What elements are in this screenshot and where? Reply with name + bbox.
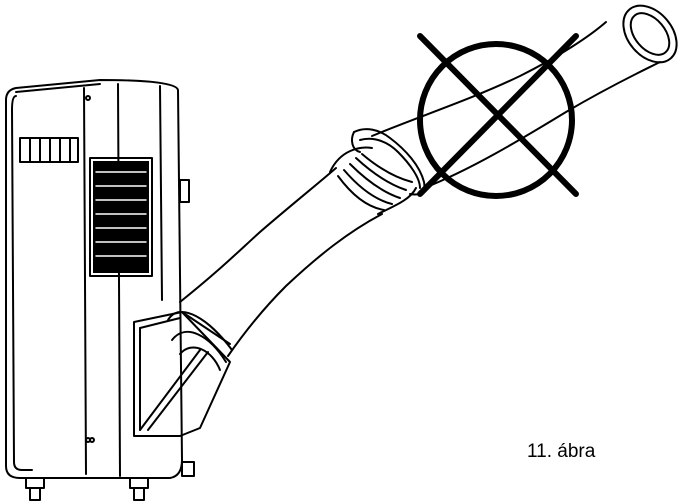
exhaust-hose	[167, 4, 678, 371]
control-panel	[19, 137, 79, 163]
air-intake-grille	[89, 157, 153, 277]
figure-caption: 11. ábra	[527, 441, 596, 462]
crossed-circle-icon	[417, 33, 579, 199]
drain-fitting	[181, 461, 195, 477]
side-knob	[179, 179, 190, 203]
air-conditioner-unit	[5, 79, 195, 501]
wheels	[25, 477, 149, 501]
